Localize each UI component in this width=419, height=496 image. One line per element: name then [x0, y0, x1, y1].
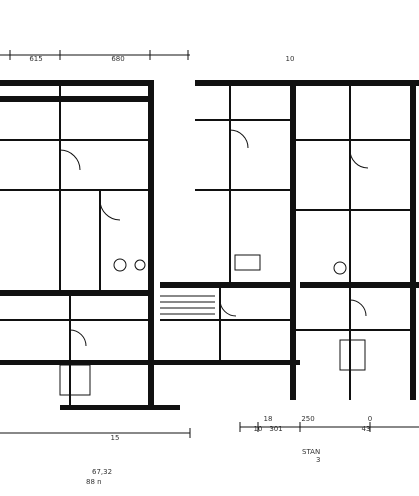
stairs — [160, 295, 215, 315]
caption-right-line-2: 3 — [316, 456, 320, 464]
dim-bottom-right-a: 18 — [264, 415, 273, 423]
bottom-dimension-line-left — [0, 428, 191, 438]
dim-bottom-left: 15 — [111, 434, 120, 442]
interior-partitions — [0, 86, 410, 405]
dim-top-right: 10 — [286, 55, 295, 63]
caption-right-line-1: STAN — [302, 448, 320, 456]
top-dimension-line — [0, 50, 190, 60]
dim-top-mid: 680 — [111, 55, 124, 63]
dim-bottom-right-f: 43 — [362, 425, 371, 433]
caption-left-line-2: 88 n — [86, 478, 102, 486]
door-swings — [59, 129, 369, 347]
dim-top-left: 615 — [29, 55, 42, 63]
fixtures — [59, 254, 366, 396]
dim-bottom-right-c: 0 — [368, 415, 372, 423]
caption-left-line-1: 67,32 — [92, 468, 112, 476]
dim-bottom-right-d: 10 — [254, 425, 263, 433]
bottom-dimension-line-right — [239, 422, 419, 432]
dim-bottom-right-e: 301 — [269, 425, 282, 433]
dim-bottom-right-b: 250 — [301, 415, 314, 423]
outer-walls — [0, 80, 419, 410]
